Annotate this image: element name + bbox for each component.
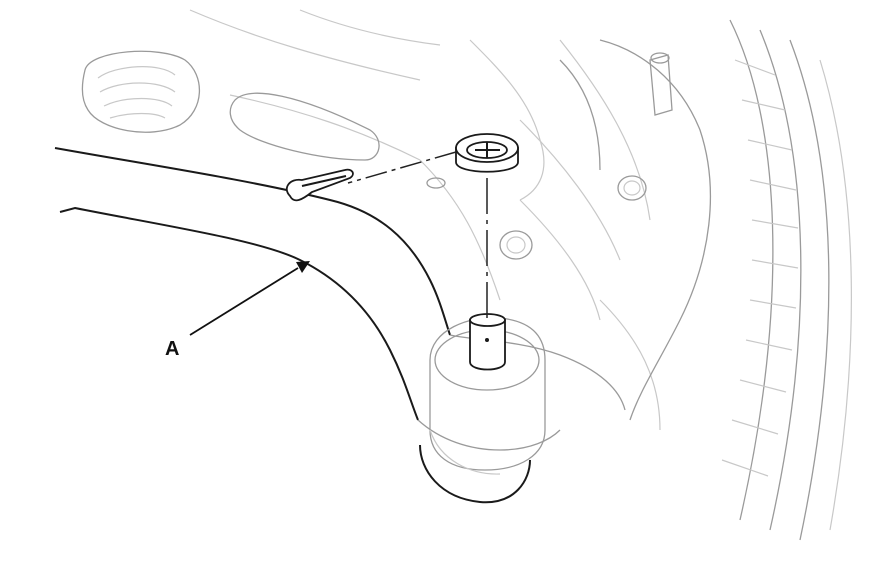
background-body-outline xyxy=(189,9,661,431)
lower-control-arm xyxy=(54,147,626,451)
callout-a: A xyxy=(165,261,310,360)
ball-joint-stud xyxy=(469,313,506,371)
callout-label-a: A xyxy=(165,338,179,360)
cotter-pin xyxy=(285,168,354,202)
hidden-bolt xyxy=(426,177,533,260)
castle-nut xyxy=(455,133,519,173)
assembly-guide-lines xyxy=(347,151,488,318)
steering-knuckle xyxy=(469,39,712,421)
upper-mount-bushing xyxy=(81,50,201,133)
subframe-slot xyxy=(229,92,380,161)
brake-disc xyxy=(721,19,852,541)
